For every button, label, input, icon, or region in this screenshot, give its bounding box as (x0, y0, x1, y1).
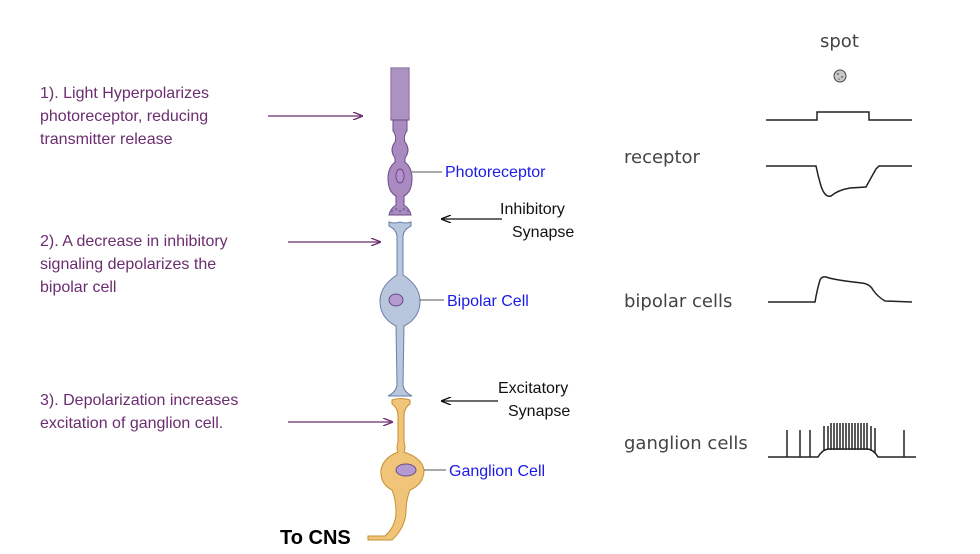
excitatory-synapse-label-2: Synapse (508, 403, 570, 420)
step-1-line-1: 1). Light Hyperpolarizes (40, 85, 209, 102)
ganglion-spike-trace (768, 423, 916, 458)
stimulus-trace (766, 111, 912, 121)
ganglion-nucleus (395, 463, 417, 477)
bipolar-label: Bipolar Cell (447, 293, 529, 310)
step-3-line-1: 3). Depolarization increases (40, 392, 238, 409)
receptor-trace-label: receptor (624, 147, 701, 168)
excitatory-synapse-label-1: Excitatory (498, 380, 568, 397)
photoreceptor-cell (387, 67, 413, 216)
inhibitory-synapse-label-1: Inhibitory (500, 201, 565, 218)
ganglion-cell (367, 398, 425, 541)
bipolar-nucleus (388, 293, 404, 307)
to-cns-label: To CNS (280, 527, 351, 549)
step-3-note: 3). Depolarization increases excitation … (40, 392, 238, 432)
photoreceptor-nucleus (395, 168, 405, 184)
bipolar-cell (379, 221, 421, 397)
step-1-note: 1). Light Hyperpolarizes photoreceptor, … (40, 85, 209, 148)
spot-icon (833, 69, 847, 83)
bipolar-trace (768, 276, 913, 303)
step-2-line-1: 2). A decrease in inhibitory (40, 233, 228, 250)
step-2-note: 2). A decrease in inhibitory signaling d… (40, 233, 228, 296)
photoreceptor-terminal-vesicles (390, 207, 410, 213)
bipolar-trace-label: bipolar cells (624, 291, 732, 312)
step-3-line-2: excitation of ganglion cell. (40, 415, 223, 432)
ganglion-label: Ganglion Cell (449, 463, 545, 480)
photoreceptor-label: Photoreceptor (445, 164, 546, 181)
ganglion-trace-label: ganglion cells (624, 433, 748, 454)
step-1-line-3: transmitter release (40, 131, 173, 148)
receptor-trace (766, 165, 912, 198)
photoreceptor-outer-segment (390, 67, 410, 121)
step-2-line-2: signaling depolarizes the (40, 256, 216, 273)
step-1-line-2: photoreceptor, reducing (40, 108, 208, 125)
step-2-line-3: bipolar cell (40, 279, 116, 296)
spot-label: spot (820, 31, 859, 52)
inhibitory-synapse-label-2: Synapse (512, 224, 574, 241)
